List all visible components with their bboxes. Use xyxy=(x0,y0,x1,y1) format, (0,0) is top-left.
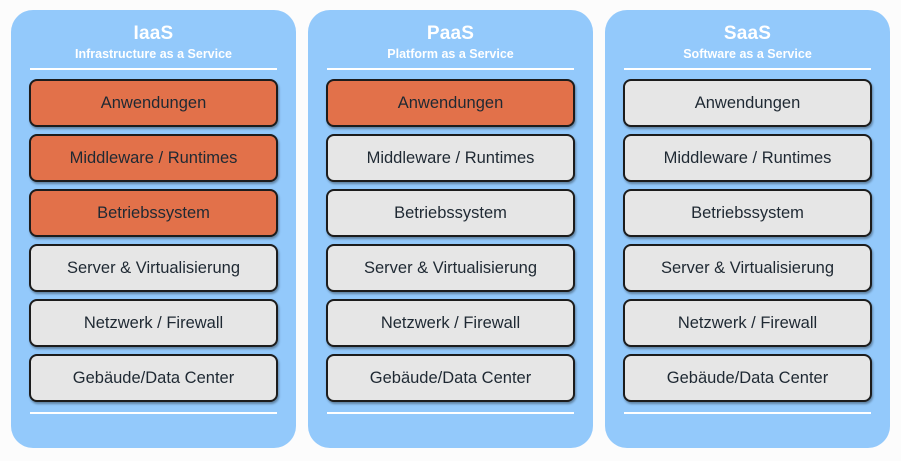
layer-box[interactable]: Anwendungen xyxy=(623,79,872,127)
footer-divider-paas xyxy=(327,412,574,414)
layer-box[interactable]: Netzwerk / Firewall xyxy=(623,299,872,347)
card-header-saas: SaaS Software as a Service xyxy=(623,22,872,62)
card-subtitle-iaas: Infrastructure as a Service xyxy=(74,47,233,61)
layer-box[interactable]: Middleware / Runtimes xyxy=(29,134,278,182)
footer-divider-iaas xyxy=(30,412,277,414)
card-title-saas: SaaS xyxy=(723,23,772,44)
card-subtitle-paas: Platform as a Service xyxy=(387,47,514,61)
card-header-paas: PaaS Platform as a Service xyxy=(326,22,575,62)
card-title-iaas: IaaS xyxy=(133,23,174,44)
layer-box[interactable]: Betriebssystem xyxy=(326,189,575,237)
layer-box[interactable]: Gebäude/Data Center xyxy=(326,354,575,402)
header-divider-saas xyxy=(624,68,871,70)
layer-box[interactable]: Anwendungen xyxy=(29,79,278,127)
layer-box[interactable]: Server & Virtualisierung xyxy=(623,244,872,292)
card-subtitle-saas: Software as a Service xyxy=(683,47,812,61)
card-title-paas: PaaS xyxy=(426,23,475,44)
layer-box[interactable]: Server & Virtualisierung xyxy=(29,244,278,292)
header-divider-paas xyxy=(327,68,574,70)
layer-box[interactable]: Betriebssystem xyxy=(623,189,872,237)
footer-divider-saas xyxy=(624,412,871,414)
header-divider-iaas xyxy=(30,68,277,70)
layer-box[interactable]: Anwendungen xyxy=(326,79,575,127)
layer-box[interactable]: Netzwerk / Firewall xyxy=(29,299,278,347)
layer-box[interactable]: Gebäude/Data Center xyxy=(623,354,872,402)
layer-box[interactable]: Netzwerk / Firewall xyxy=(326,299,575,347)
card-header-iaas: IaaS Infrastructure as a Service xyxy=(29,22,278,62)
layer-box[interactable]: Gebäude/Data Center xyxy=(29,354,278,402)
layer-box[interactable]: Middleware / Runtimes xyxy=(326,134,575,182)
layer-box[interactable]: Server & Virtualisierung xyxy=(326,244,575,292)
layer-box[interactable]: Betriebssystem xyxy=(29,189,278,237)
layer-box[interactable]: Middleware / Runtimes xyxy=(623,134,872,182)
